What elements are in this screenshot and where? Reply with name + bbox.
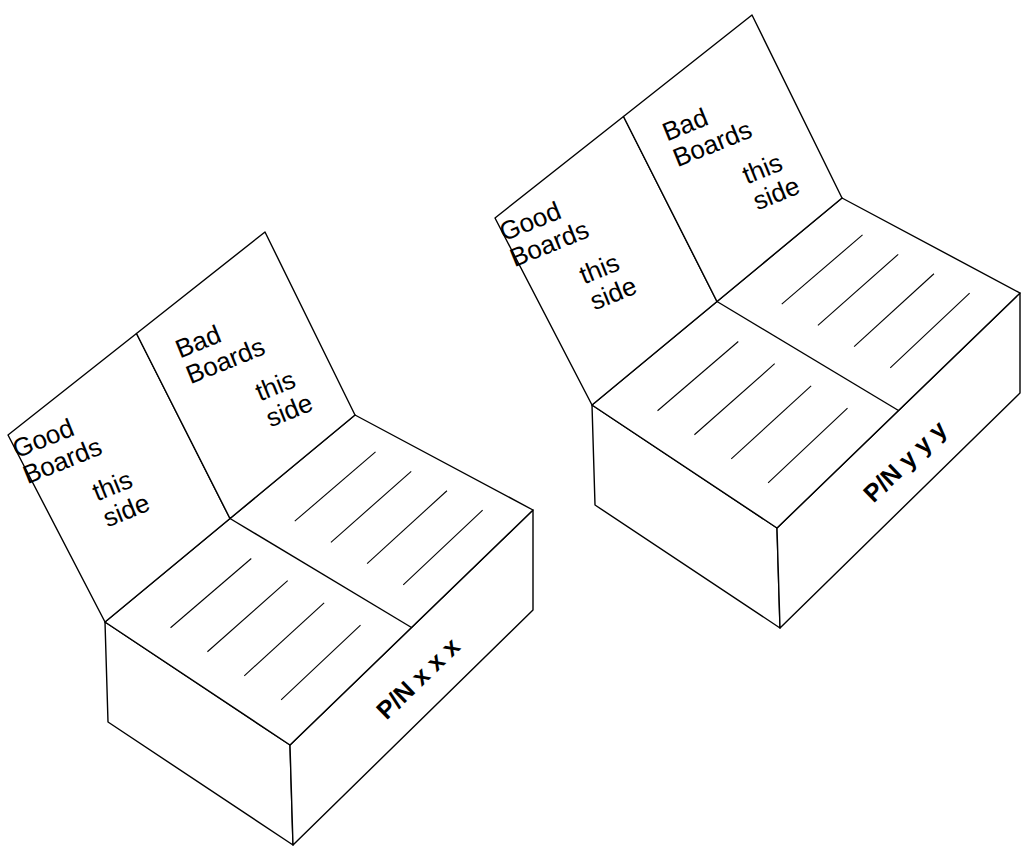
panel-note: this side — [575, 234, 668, 315]
part-number-face: P/N x x x — [365, 626, 470, 729]
box-divider — [717, 302, 899, 411]
slot-line — [207, 581, 287, 652]
part-number: P/N x x x — [371, 632, 465, 724]
lid-panel — [137, 232, 356, 519]
slot-line — [658, 341, 739, 410]
box-divider — [230, 519, 412, 628]
board-box — [8, 232, 533, 845]
lid-panel-label: Good Boardsthis side — [490, 164, 674, 342]
slot-line — [768, 408, 847, 483]
slot-line — [854, 274, 934, 347]
lid-panel-label: Bad Boardsthis side — [166, 281, 350, 459]
slot-line — [694, 364, 774, 435]
part-number: P/N y y y — [858, 415, 952, 507]
slot-line — [281, 625, 360, 700]
slot-line — [403, 510, 482, 585]
slot-line — [890, 293, 969, 368]
slot-line — [731, 386, 811, 459]
slot-line — [244, 603, 324, 676]
slot-line — [782, 235, 863, 304]
part-number-face: P/N y y y — [852, 409, 957, 512]
slot-line — [331, 471, 411, 542]
lid-panel — [624, 15, 843, 302]
lid-panel-label: Bad Boardsthis side — [653, 64, 837, 242]
slot-line — [367, 491, 447, 564]
panel-note: this side — [251, 351, 344, 432]
slot-line — [295, 452, 376, 521]
slot-line — [818, 254, 898, 325]
panel-note: this side — [88, 451, 181, 532]
board-box — [495, 15, 1020, 628]
slot-line — [171, 558, 252, 627]
lid-panel-label: Good Boardsthis side — [3, 381, 187, 559]
panel-note: this side — [738, 134, 831, 215]
